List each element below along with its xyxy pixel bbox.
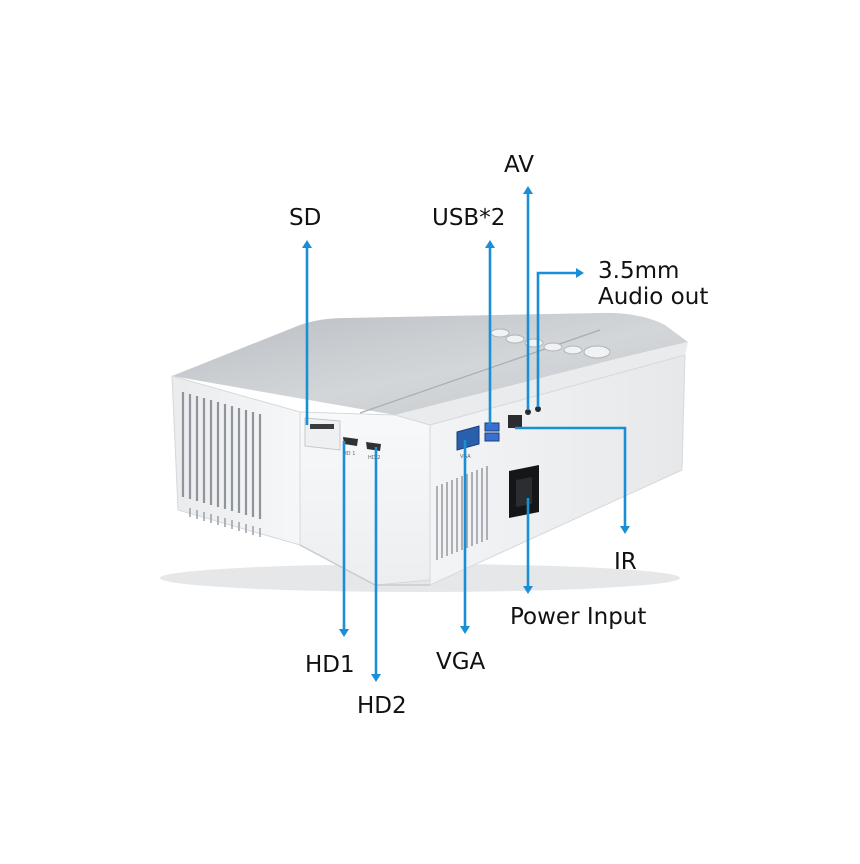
audio-label-line1: 3.5mm — [598, 258, 680, 284]
projector-top-panel — [172, 312, 688, 415]
ir-label: IR — [614, 549, 637, 575]
ir-callout — [515, 426, 630, 534]
audio-callout — [536, 268, 584, 407]
ir-receiver — [508, 415, 522, 428]
vga-port — [456, 425, 480, 451]
usb-label: USB*2 — [432, 205, 506, 231]
power-inlet-socket — [516, 477, 532, 507]
callout-lines — [302, 186, 630, 682]
hd2-port-text: HD 2 — [368, 455, 380, 461]
usb-port-2 — [484, 432, 500, 442]
top-seam — [359, 329, 601, 414]
bottom-vent-slots — [189, 508, 261, 537]
sd-slot-recess — [304, 417, 341, 451]
sd-label: SD — [289, 205, 322, 231]
av-label: AV — [504, 152, 534, 178]
projector-top-front-band — [395, 342, 688, 425]
hd2-label: HD2 — [357, 693, 407, 719]
hd1-label: HD1 — [305, 652, 355, 678]
power-input-label: Power Input — [510, 604, 647, 630]
projector-right-face — [429, 354, 686, 586]
hd1-port-text: HD 1 — [343, 451, 355, 457]
av-jack — [525, 409, 531, 415]
left-vent-grille — [181, 392, 262, 519]
audio-jack — [535, 406, 541, 412]
right-vent-grille — [436, 466, 488, 560]
usb-port-1 — [484, 422, 500, 432]
projector-left-side — [171, 375, 301, 546]
vga-label: VGA — [436, 649, 486, 675]
sd-slot — [310, 424, 334, 429]
audio-label-line2: Audio out — [598, 284, 709, 310]
hd1-port — [343, 437, 358, 446]
